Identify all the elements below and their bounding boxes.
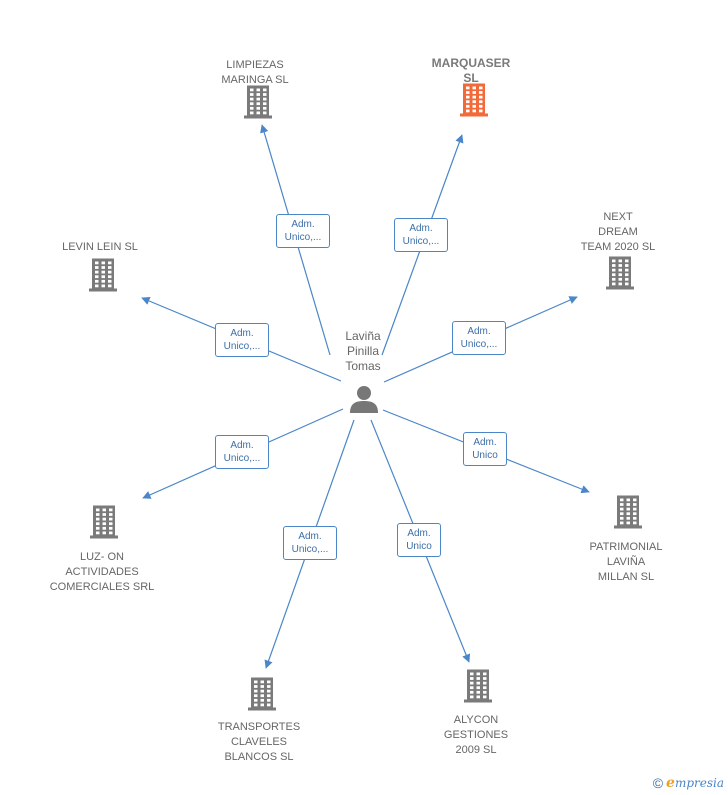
building-icon-alycon[interactable] [463,669,493,708]
role-box-luz-on[interactable]: Adm.Unico,... [215,435,269,469]
building-icon-next-dream[interactable] [605,256,635,295]
building-icon-luz-on[interactable] [89,505,119,544]
company-label-levin-lein[interactable]: LEVIN LEIN SL [62,241,138,253]
building-icon-transportes[interactable] [247,677,277,716]
brand-logo: empresia [666,775,724,791]
role-box-levin-lein[interactable]: Adm.Unico,... [215,323,269,357]
role-box-next-dream[interactable]: Adm.Unico,... [452,321,506,355]
building-icon-limpiezas[interactable] [243,85,273,124]
role-box-transportes[interactable]: Adm.Unico,... [283,526,337,560]
footer-brand[interactable]: © empresia [653,775,724,791]
role-box-limpiezas[interactable]: Adm.Unico,... [276,214,330,248]
copyright-icon: © [652,775,664,791]
role-box-patrimonial[interactable]: Adm.Unico [463,432,507,466]
role-box-alycon[interactable]: Adm.Unico [397,523,441,557]
center-person-label[interactable]: Laviña Pinilla Tomas [345,329,381,373]
building-icon-patrimonial[interactable] [613,495,643,534]
building-icon-marquaser[interactable] [459,83,489,122]
person-icon[interactable] [349,384,379,414]
building-icon-levin-lein[interactable] [88,258,118,297]
role-box-marquaser[interactable]: Adm.Unico,... [394,218,448,252]
